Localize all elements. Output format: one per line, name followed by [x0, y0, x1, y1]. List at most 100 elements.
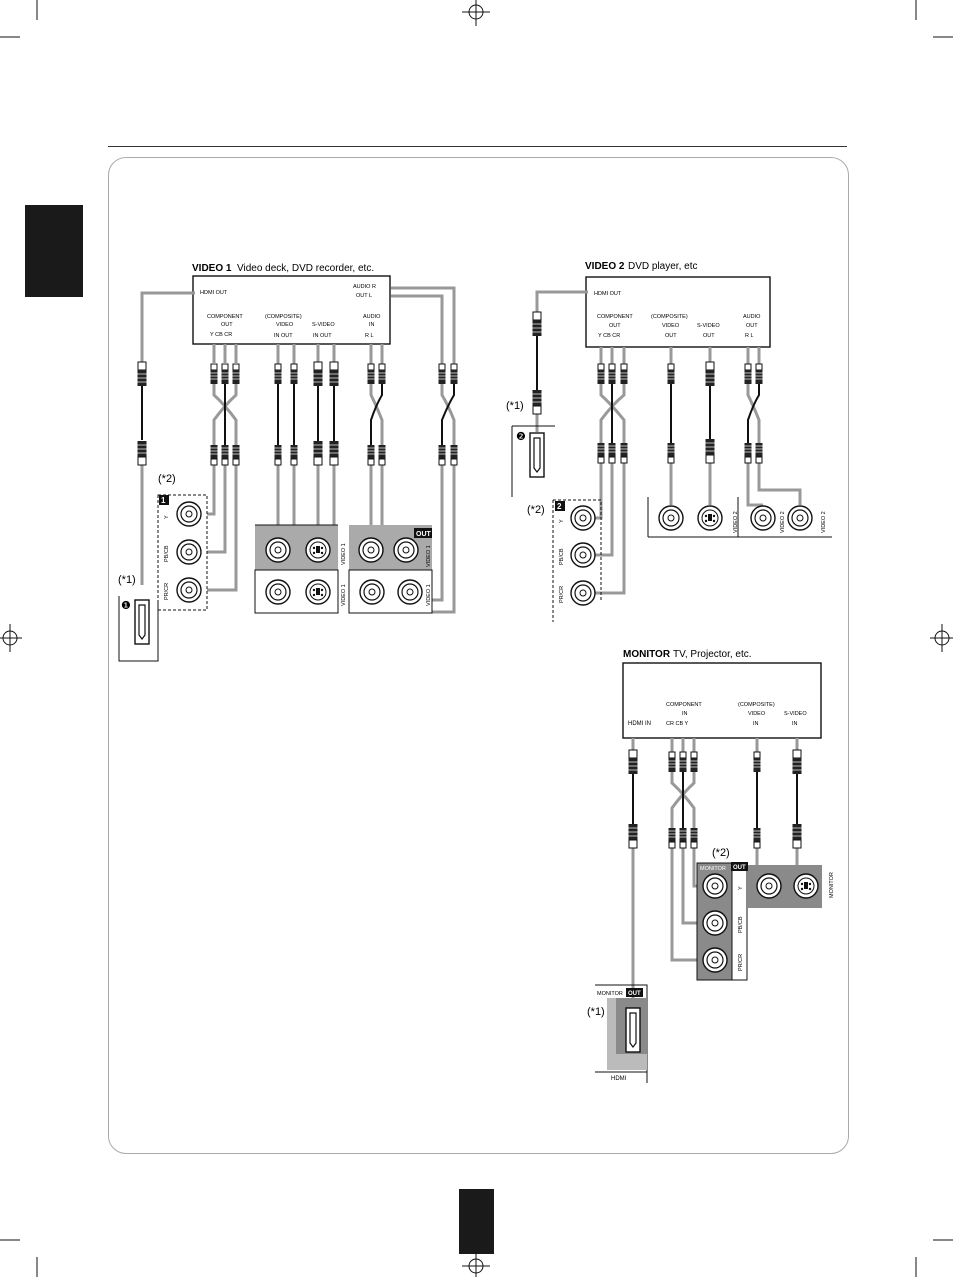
video1-audio-panel-label-b: VIDEO 1 [426, 584, 432, 606]
video1-audio-panel-label-a: VIDEO 1 [426, 545, 432, 567]
video2-jack-pr-label: PR/CR [559, 586, 565, 603]
video1-component-label-b: OUT [221, 322, 233, 328]
video1-component-channels: Y CB CR [210, 332, 232, 338]
video2-section: VIDEO 2 DVD player, etc HDMI OUT COMPONE… [506, 261, 832, 622]
video2-title: VIDEO 2 [585, 261, 625, 272]
video2-component-panel [552, 499, 602, 622]
section-tab [25, 205, 83, 297]
video1-badge [159, 495, 169, 505]
monitor-side-label: MONITOR [829, 872, 835, 898]
monitor-hdmi-out-label: OUT [628, 991, 641, 997]
video1-jack-pb [176, 539, 202, 565]
video2-hdmi-panel [511, 425, 555, 497]
registration-mark-left [0, 624, 22, 652]
video1-receiver-video-out [265, 579, 291, 605]
video1-jack-pb-label: PB/CB [164, 545, 170, 562]
video1-hdmi-panel [118, 596, 159, 662]
video1-receiver-svideo-out [305, 579, 331, 605]
video2-note-component: (*2) [527, 504, 545, 516]
monitor-title: MONITOR [623, 649, 671, 660]
video1-hdmi-port [134, 599, 150, 645]
monitor-composite-cable [753, 751, 761, 849]
monitor-composite-label-c: IN [753, 721, 759, 727]
video2-component-label-b: OUT [609, 323, 621, 329]
video1-receiver-audio-in-l [393, 537, 419, 563]
video1-hdmi-out-label: HDMI OUT [200, 290, 228, 296]
monitor-component-label-a: COMPONENT [666, 702, 702, 708]
video2-receiver-video-in [658, 505, 684, 531]
video1-audio-in-label-a: AUDIO [363, 314, 381, 320]
video2-audio-label-a: AUDIO [743, 314, 761, 320]
video2-component-channels: Y CB CR [598, 333, 620, 339]
monitor-note-hdmi: (*1) [587, 1006, 605, 1018]
video1-note-component: (*2) [158, 473, 176, 485]
video2-composite-label-a: (COMPOSITE) [651, 314, 688, 320]
video2-audio-label-b: OUT [746, 323, 758, 329]
video1-composite-cables [274, 344, 298, 466]
video2-component-cables [597, 363, 628, 464]
video1-subtitle: Video deck, DVD recorder, etc. [237, 263, 374, 274]
video1-section: VIDEO 1 Video deck, DVD recorder, etc. H… [118, 263, 458, 662]
video1-receiver-audio-in-r [358, 537, 384, 563]
video1-jack-pr [176, 577, 202, 603]
video1-composite-label-a: (COMPOSITE) [265, 314, 302, 320]
video1-composite-label-b: VIDEO [276, 322, 294, 328]
header-rule [108, 146, 847, 147]
video1-svideo-cables [313, 344, 339, 466]
video2-receiver-audio-l [787, 505, 813, 531]
registration-mark-right [930, 624, 953, 652]
monitor-note-component: (*2) [712, 847, 730, 859]
video2-composite-label-c: OUT [665, 333, 677, 339]
video1-hdmi-cable [137, 361, 147, 466]
video1-receiver-audio-out-l [397, 579, 423, 605]
registration-mark-top [462, 0, 490, 26]
video1-audio-out-label-b: OUT L [356, 293, 372, 299]
video1-hdmi-number: ❶ [121, 600, 131, 612]
video2-jack-pb [570, 542, 596, 568]
monitor-svideo-label-b: IN [792, 721, 798, 727]
video2-composite-cable [667, 363, 675, 464]
video2-receiver-svideo-in [697, 505, 723, 531]
video1-audio-in-cables [367, 344, 386, 466]
video2-svideo-cable [705, 361, 715, 464]
monitor-hdmi-monitor-label: MONITOR [597, 991, 623, 997]
video1-component-cables [210, 344, 240, 466]
monitor-jack-y-label: Y [738, 886, 744, 890]
monitor-jack-pb-label: PB/CB [738, 916, 744, 933]
video1-panel-label-a: VIDEO 1 [341, 543, 347, 565]
monitor-svideo-label-a: S-VIDEO [784, 711, 807, 717]
video2-panel-label-c: VIDEO 2 [821, 511, 827, 533]
video2-jack-pb-label: PB/CB [559, 548, 565, 565]
video1-title: VIDEO 1 [192, 263, 232, 274]
monitor-section: MONITOR TV, Projector, etc. HDMI IN COMP… [587, 649, 835, 1083]
video1-receiver-svideo-in [305, 537, 331, 563]
video1-component-label-a: COMPONENT [207, 314, 243, 320]
monitor-receiver-svideo-out [793, 873, 819, 899]
diagram-frame [108, 157, 849, 1154]
monitor-composite-label-b: VIDEO [748, 711, 766, 717]
video2-subtitle: DVD player, etc [628, 261, 697, 272]
monitor-hdmi-label: HDMI [611, 1076, 627, 1082]
video1-audio-in-label-b: IN [369, 322, 375, 328]
video2-jack-y-label: Y [559, 519, 565, 523]
video2-composite-label-b: VIDEO [662, 323, 680, 329]
monitor-out-badge [731, 862, 748, 871]
video2-audio-cables [744, 363, 763, 464]
video1-receiver-video-in [265, 537, 291, 563]
monitor-jack-pb [702, 910, 728, 936]
video1-svideo-label-b: IN OUT [313, 333, 332, 339]
video2-panel-label-b: VIDEO 2 [780, 511, 786, 533]
video1-audio-in-label-c: R L [365, 333, 374, 339]
monitor-panel-label: MONITOR [700, 866, 726, 872]
video2-receiver-audio-r [750, 505, 776, 531]
video2-hdmi-out-label: HDMI OUT [594, 291, 622, 297]
monitor-composite-label-a: (COMPOSITE) [738, 702, 775, 708]
page-number-block [459, 1189, 494, 1254]
video2-device-box [585, 276, 771, 348]
video1-jack-pr-label: PR/CR [164, 583, 170, 600]
video2-note-hdmi: (*1) [506, 400, 524, 412]
video2-receiver-panel: VIDEO 2 VIDEO 2 VIDEO 2 [647, 497, 832, 538]
